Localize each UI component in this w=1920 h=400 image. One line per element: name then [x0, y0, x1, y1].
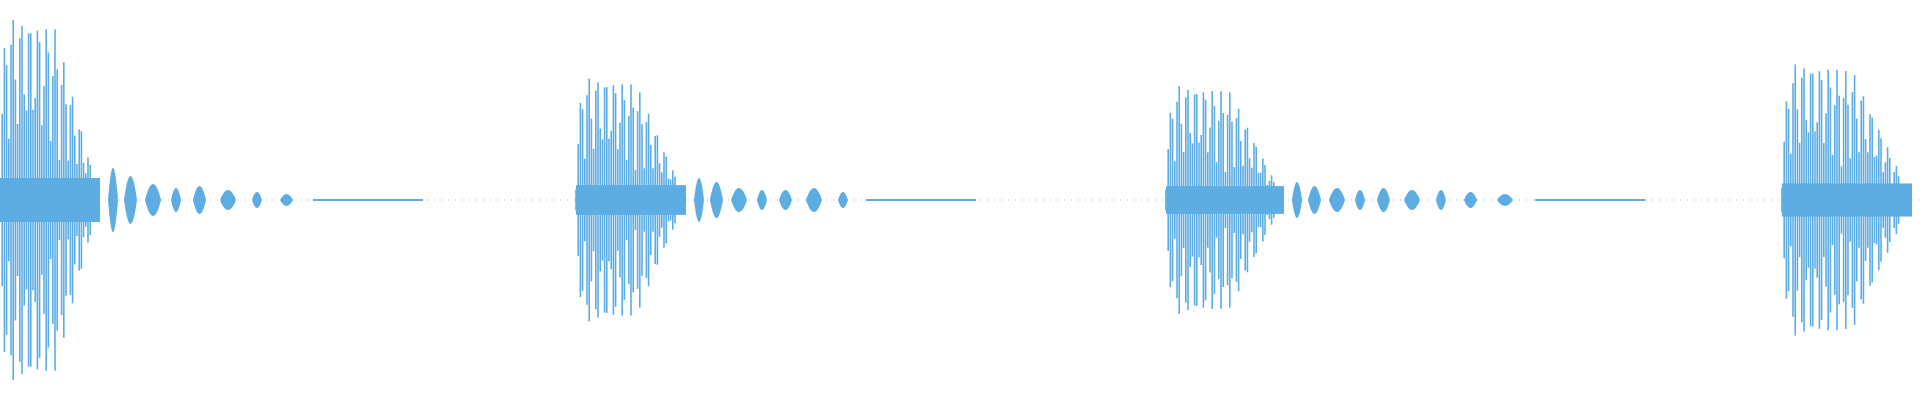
waveform-body	[1165, 86, 1284, 314]
waveform-ripple	[757, 190, 767, 210]
waveform-ripple	[1404, 190, 1420, 210]
waveform-ripple	[1292, 182, 1302, 218]
waveform-ripple	[1377, 188, 1390, 212]
waveform-ripple	[1355, 190, 1365, 210]
waveform-body	[0, 20, 100, 380]
waveform-ripple	[838, 192, 848, 208]
waveform-burst	[1781, 64, 1913, 336]
waveform-body	[1781, 64, 1913, 336]
waveform-ripple	[806, 188, 822, 212]
waveform-ripple	[220, 190, 236, 210]
waveform-burst	[575, 78, 976, 322]
waveform-ripple	[171, 188, 181, 212]
waveform-ripple	[124, 176, 137, 224]
waveform-ripple	[694, 178, 704, 222]
waveform-ripple	[1497, 194, 1513, 206]
waveform-ripple	[731, 188, 747, 212]
waveform-ripple	[108, 168, 118, 232]
waveform-ripple	[280, 194, 293, 206]
waveform-ripple	[779, 190, 792, 210]
waveform-bursts	[0, 20, 1913, 380]
waveform-ripple	[1464, 192, 1477, 208]
waveform-ripple	[145, 184, 161, 216]
waveform-ripple	[1436, 190, 1446, 210]
waveform-burst	[1165, 86, 1645, 314]
waveform-ripple	[193, 186, 206, 214]
waveform-ripple	[710, 182, 723, 218]
waveform-ripple	[252, 192, 262, 208]
waveform-ripple	[1329, 188, 1345, 212]
waveform-body	[575, 78, 685, 322]
waveform-ripple	[1308, 186, 1321, 214]
waveform-burst	[0, 20, 423, 380]
